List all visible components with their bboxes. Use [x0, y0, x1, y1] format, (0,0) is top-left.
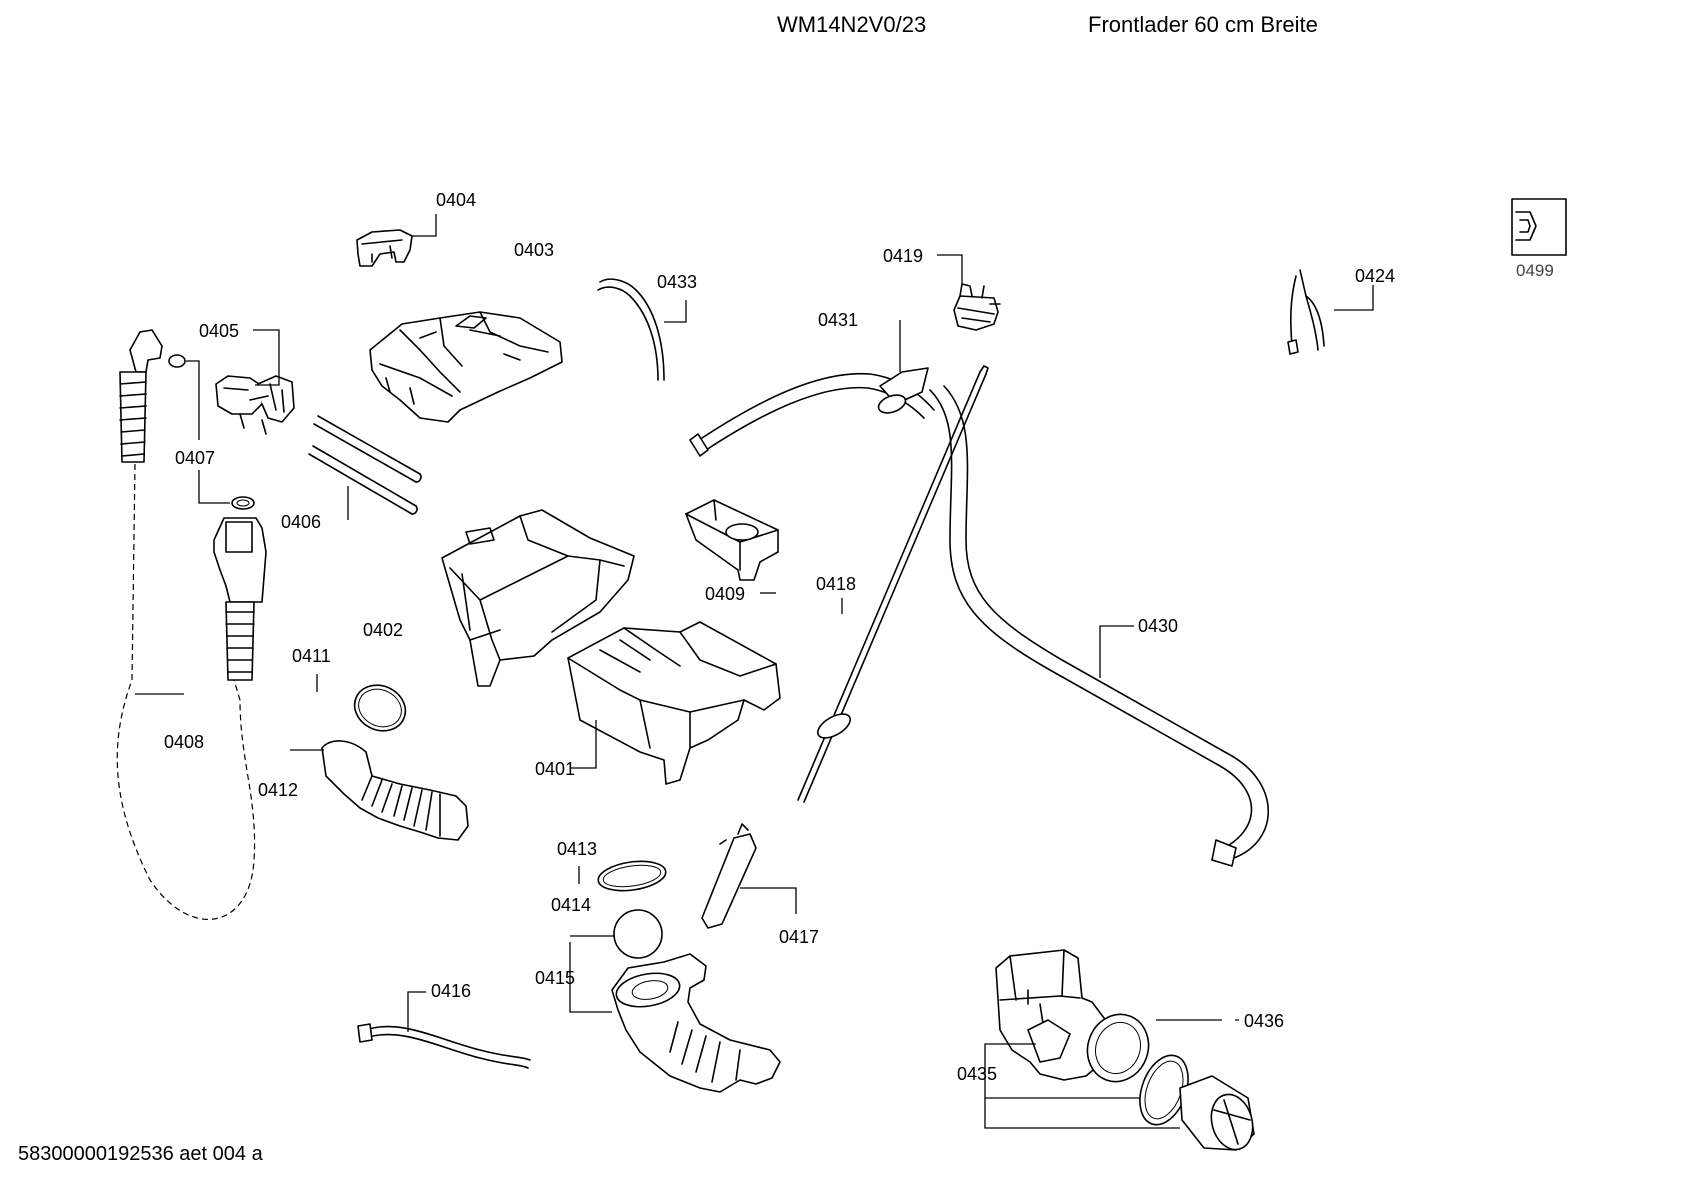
label-0499: 0499	[1516, 261, 1554, 280]
label-0404: 0404	[436, 190, 476, 210]
part-0401-detergent-drawer[interactable]: 0401	[535, 621, 781, 785]
label-0405: 0405	[199, 321, 239, 341]
label-0418: 0418	[816, 574, 856, 594]
part-0404-clip[interactable]: 0404	[356, 190, 476, 267]
part-0435-drain-pump[interactable]: 0435	[957, 949, 1180, 1129]
label-0401: 0401	[535, 759, 575, 779]
label-0419: 0419	[883, 246, 923, 266]
part-0403-dispenser-cover[interactable]: 0403	[369, 240, 563, 423]
appliance-description: Frontlader 60 cm Breite	[1088, 12, 1318, 37]
label-0416: 0416	[431, 981, 471, 1001]
label-0407: 0407	[175, 448, 215, 468]
label-0409: 0409	[705, 584, 745, 604]
part-0412-hose-bellows[interactable]: 0412	[258, 740, 469, 841]
label-0433: 0433	[657, 272, 697, 292]
part-0433-hose-bend[interactable]: 0433	[597, 272, 697, 381]
part-0408-supply-hose[interactable]: 0408	[116, 329, 267, 920]
part-0402-detergent-drawer-housing[interactable]: 0402	[363, 509, 635, 687]
part-0406-tubes[interactable]: 0406	[281, 415, 422, 532]
part-0405-inlet-valve[interactable]: 0405	[199, 321, 295, 435]
document-id: 58300000192536 aet 004 a	[18, 1143, 263, 1165]
part-0424-hose-clip[interactable]: 0424	[1287, 266, 1395, 355]
label-0430: 0430	[1138, 616, 1178, 636]
part-0419-pressure-switch[interactable]: 0419	[883, 246, 1001, 331]
label-0431: 0431	[818, 310, 858, 330]
part-0414-ball[interactable]: 0414	[551, 895, 663, 959]
label-0415: 0415	[535, 968, 575, 988]
label-0412: 0412	[258, 780, 298, 800]
part-0431-hose[interactable]: 0431	[689, 310, 935, 457]
label-0435: 0435	[957, 1064, 997, 1084]
label-0413: 0413	[557, 839, 597, 859]
part-0499-reference-box[interactable]: 0499	[1511, 198, 1567, 280]
label-0424: 0424	[1355, 266, 1395, 286]
label-0403: 0403	[514, 240, 554, 260]
part-0430-hose[interactable]: 0430	[929, 385, 1269, 867]
part-0411-seal-ring[interactable]: 0411	[292, 646, 413, 739]
part-0416-drain-hose[interactable]: 0416	[357, 981, 531, 1069]
label-0417: 0417	[779, 927, 819, 947]
label-0436: 0436	[1244, 1011, 1284, 1031]
part-0418-pressure-hose[interactable]: 0418	[797, 365, 989, 803]
part-0417-heater-sensor[interactable]: 0417	[701, 823, 819, 947]
label-0402: 0402	[363, 620, 403, 640]
part-pump-filter[interactable]	[1179, 1075, 1259, 1154]
part-0413-seal-ring[interactable]: 0413	[557, 839, 668, 895]
label-0411: 0411	[292, 646, 331, 666]
label-0414: 0414	[551, 895, 591, 915]
label-0408: 0408	[164, 732, 204, 752]
model-number: WM14N2V0/23	[777, 12, 927, 37]
part-0407-seal[interactable]: 0407	[168, 354, 255, 510]
part-0415-sump-hose[interactable]: 0415	[535, 942, 781, 1093]
label-0406: 0406	[281, 512, 321, 532]
part-0409-siphon-cap[interactable]: 0409	[685, 499, 779, 604]
part-0436-pump-seal[interactable]: 0436	[1131, 1011, 1284, 1131]
